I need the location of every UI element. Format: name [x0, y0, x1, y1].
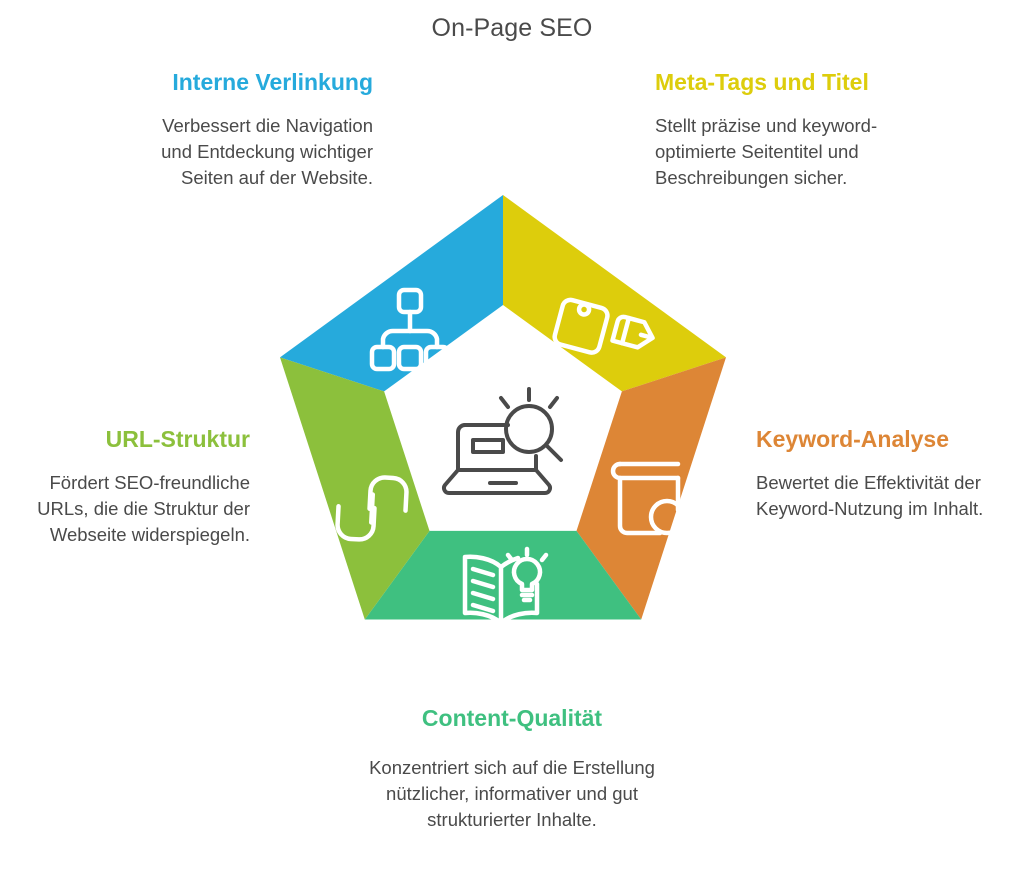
- callout-heading-url-structure: URL-Struktur: [105, 426, 250, 452]
- segment-keyword-analysis[interactable]: [576, 357, 727, 620]
- segment-url-structure[interactable]: [280, 357, 430, 620]
- laptop-search-icon: [442, 387, 563, 495]
- pentagon-segments: [280, 195, 726, 620]
- callout-body-keyword-analysis: Bewertet die Effektivität der Keyword-Nu…: [756, 471, 984, 519]
- book-search-icon: [610, 461, 693, 543]
- sitemap-icon: [369, 287, 451, 372]
- callout-body-meta-tags: Stellt präzise und keyword-optimierte Se…: [655, 114, 878, 189]
- book-lightbulb-icon: [462, 546, 549, 626]
- segment-internal-links[interactable]: [280, 195, 503, 392]
- link-chain-icon: [335, 475, 409, 542]
- callout-meta-tags: Meta-Tags und Titel Stellt präzise und k…: [655, 66, 905, 191]
- callout-heading-internal-links: Interne Verlinkung: [172, 69, 373, 95]
- callout-url-structure: URL-Struktur Fördert SEO-freundliche URL…: [10, 423, 250, 548]
- callout-body-internal-links: Verbessert die Navigation und Entdeckung…: [161, 114, 373, 189]
- tag-pencil-icon: [552, 297, 655, 355]
- callout-heading-keyword-analysis: Keyword-Analyse: [756, 426, 950, 452]
- page-title: On-Page SEO: [431, 14, 593, 42]
- callout-heading-content-quality: Content-Qualität: [421, 705, 603, 731]
- callout-internal-links: Interne Verlinkung Verbessert die Naviga…: [133, 66, 373, 191]
- callout-keyword-analysis: Keyword-Analyse Bewertet die Effektivitä…: [756, 423, 1006, 522]
- callout-body-url-structure: Fördert SEO-freundliche URLs, die die St…: [37, 471, 250, 546]
- callout-heading-meta-tags: Meta-Tags und Titel: [655, 69, 869, 95]
- callout-body-content-quality: Konzentriert sich auf die Erstellung nüt…: [369, 756, 655, 831]
- callout-content-quality: Content-Qualität Konzentriert sich auf d…: [337, 702, 687, 833]
- segment-meta-tags[interactable]: [503, 195, 726, 392]
